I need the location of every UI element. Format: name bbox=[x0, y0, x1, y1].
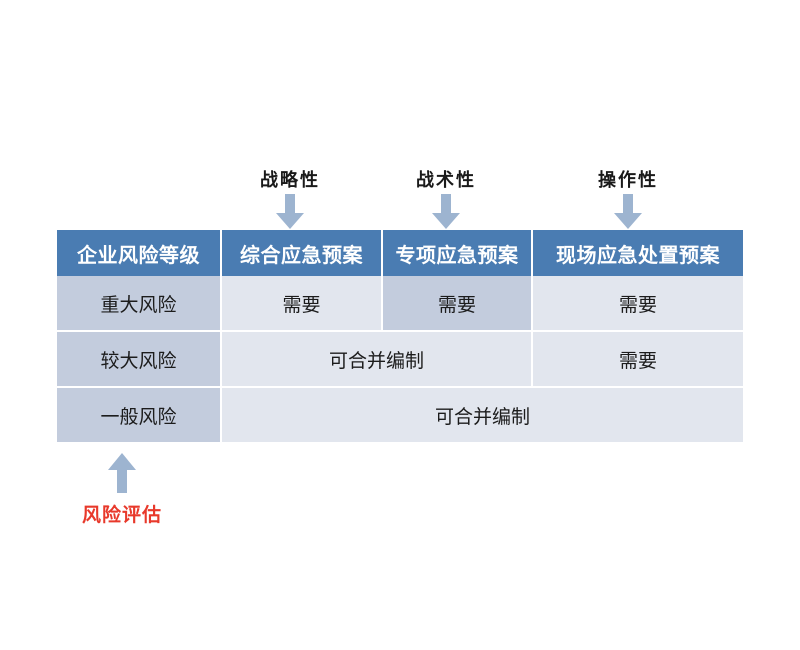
annotation-label-strategic: 战略性 bbox=[260, 170, 320, 190]
table-row: 重大风险 需要 需要 需要 bbox=[57, 276, 743, 332]
row-header-major-risk: 重大风险 bbox=[57, 276, 222, 332]
row-header-relatively-major-risk: 较大风险 bbox=[57, 332, 222, 388]
row-header-general-risk: 一般风险 bbox=[57, 388, 222, 442]
annotation-label-tactical: 战术性 bbox=[416, 170, 476, 190]
cell-major-comprehensive: 需要 bbox=[222, 276, 383, 332]
cell-relatively-major-merged: 可合并编制 bbox=[222, 332, 533, 388]
annotation-label-operational: 操作性 bbox=[598, 170, 658, 190]
annotation-label-risk-assessment: 风险评估 bbox=[81, 505, 163, 526]
table-row: 一般风险 可合并编制 bbox=[57, 388, 743, 442]
cell-relatively-major-onsite: 需要 bbox=[533, 332, 743, 388]
arrow-down-icon-tactical bbox=[431, 194, 461, 230]
risk-plan-matrix-table: 企业风险等级 综合应急预案 专项应急预案 现场应急处置预案 重大风险 需要 需要… bbox=[57, 230, 743, 442]
column-header-special-plan: 专项应急预案 bbox=[383, 230, 533, 276]
column-header-risk-level: 企业风险等级 bbox=[57, 230, 222, 276]
column-header-onsite-plan: 现场应急处置预案 bbox=[533, 230, 743, 276]
cell-general-merged: 可合并编制 bbox=[222, 388, 743, 442]
column-header-comprehensive-plan: 综合应急预案 bbox=[222, 230, 383, 276]
table-header-row: 企业风险等级 综合应急预案 专项应急预案 现场应急处置预案 bbox=[57, 230, 743, 276]
cell-major-special: 需要 bbox=[383, 276, 533, 332]
arrow-down-icon-strategic bbox=[275, 194, 305, 230]
cell-major-onsite: 需要 bbox=[533, 276, 743, 332]
arrow-down-icon-operational bbox=[613, 194, 643, 230]
table-row: 较大风险 可合并编制 需要 bbox=[57, 332, 743, 388]
arrow-up-icon-risk-assessment bbox=[107, 452, 137, 494]
